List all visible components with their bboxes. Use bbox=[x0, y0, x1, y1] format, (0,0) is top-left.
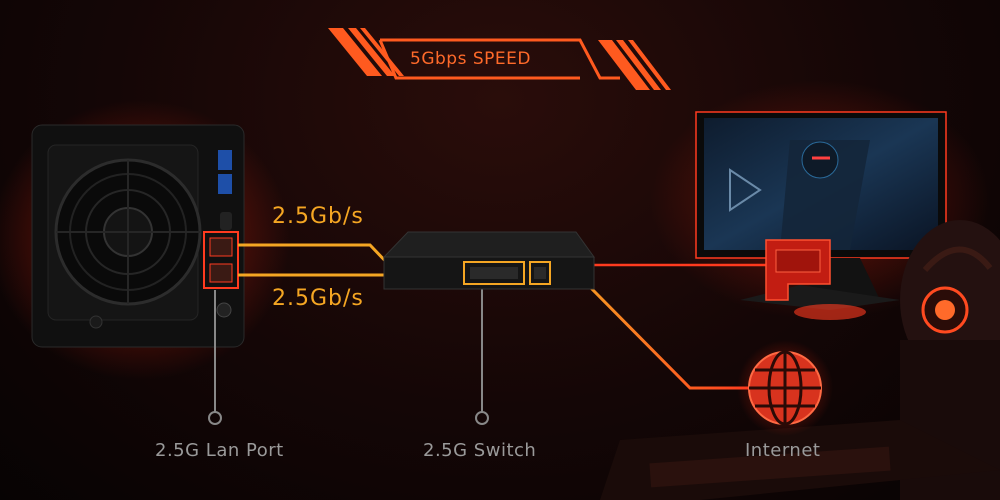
speed-banner bbox=[328, 28, 671, 90]
desk-keyboard bbox=[600, 420, 1000, 500]
upper-link-rate: 2.5Gb/s bbox=[272, 204, 364, 229]
nas-device bbox=[0, 100, 290, 380]
gaming-monitor bbox=[650, 80, 990, 320]
network-card bbox=[765, 239, 831, 301]
switch-caption: 2.5G Switch bbox=[423, 440, 537, 461]
globe-icon bbox=[737, 340, 833, 436]
internet-caption: Internet bbox=[745, 440, 821, 461]
speed-banner-label: 5Gbps SPEED bbox=[410, 49, 531, 69]
nas-port-caption: 2.5G Lan Port bbox=[155, 440, 284, 461]
network-switch bbox=[382, 231, 595, 290]
lower-link-rate: 2.5Gb/s bbox=[272, 286, 364, 311]
